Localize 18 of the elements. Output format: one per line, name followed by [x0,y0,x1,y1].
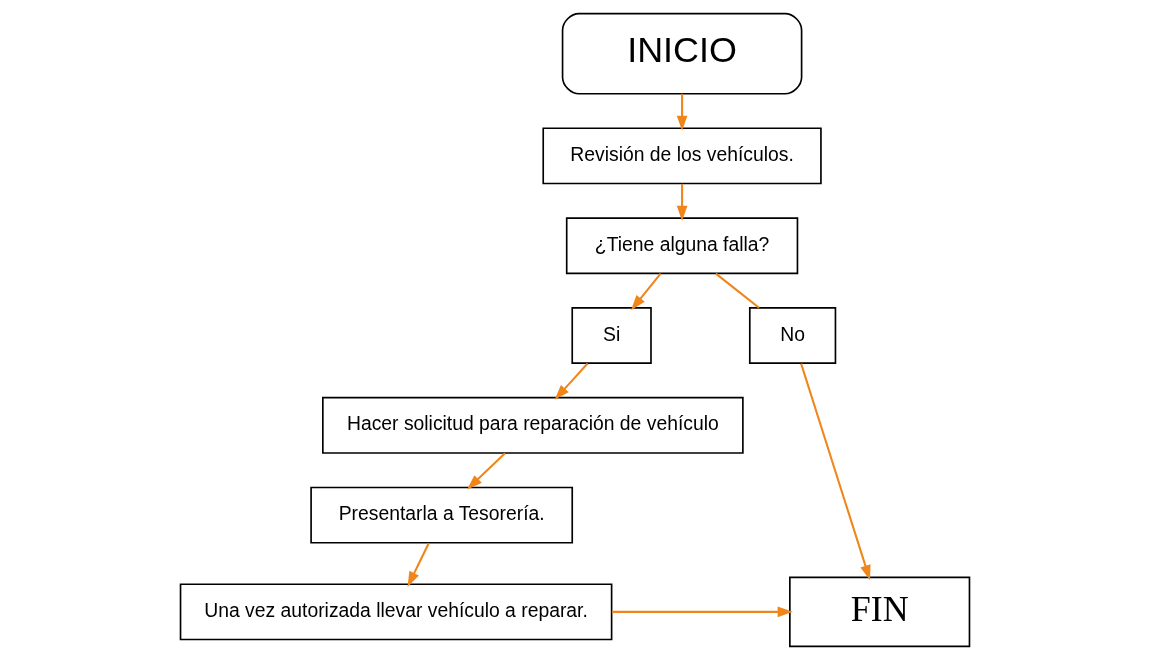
node-box: ¿Tiene alguna falla? [565,217,798,275]
arrow [630,273,661,311]
arrow [466,452,506,490]
node-box: FIN [788,576,970,648]
node-box: Presentarla a Tesorería. [309,486,573,544]
node-box: Una vez autorizada llevar vehículo a reparar. [179,583,612,641]
node-box: No [748,307,836,364]
node-box: Si [570,307,652,364]
arrow [799,363,870,581]
arrow [676,183,687,222]
connector [714,272,760,309]
arrow [611,606,793,618]
node-box: Revisión de los vehículos. [541,127,822,185]
node-box: INICIO [561,12,802,95]
arrow [676,93,687,131]
node-box: Hacer solicitud para reparación de vehículo [321,396,744,454]
arrow [407,542,430,587]
arrow [554,362,588,400]
